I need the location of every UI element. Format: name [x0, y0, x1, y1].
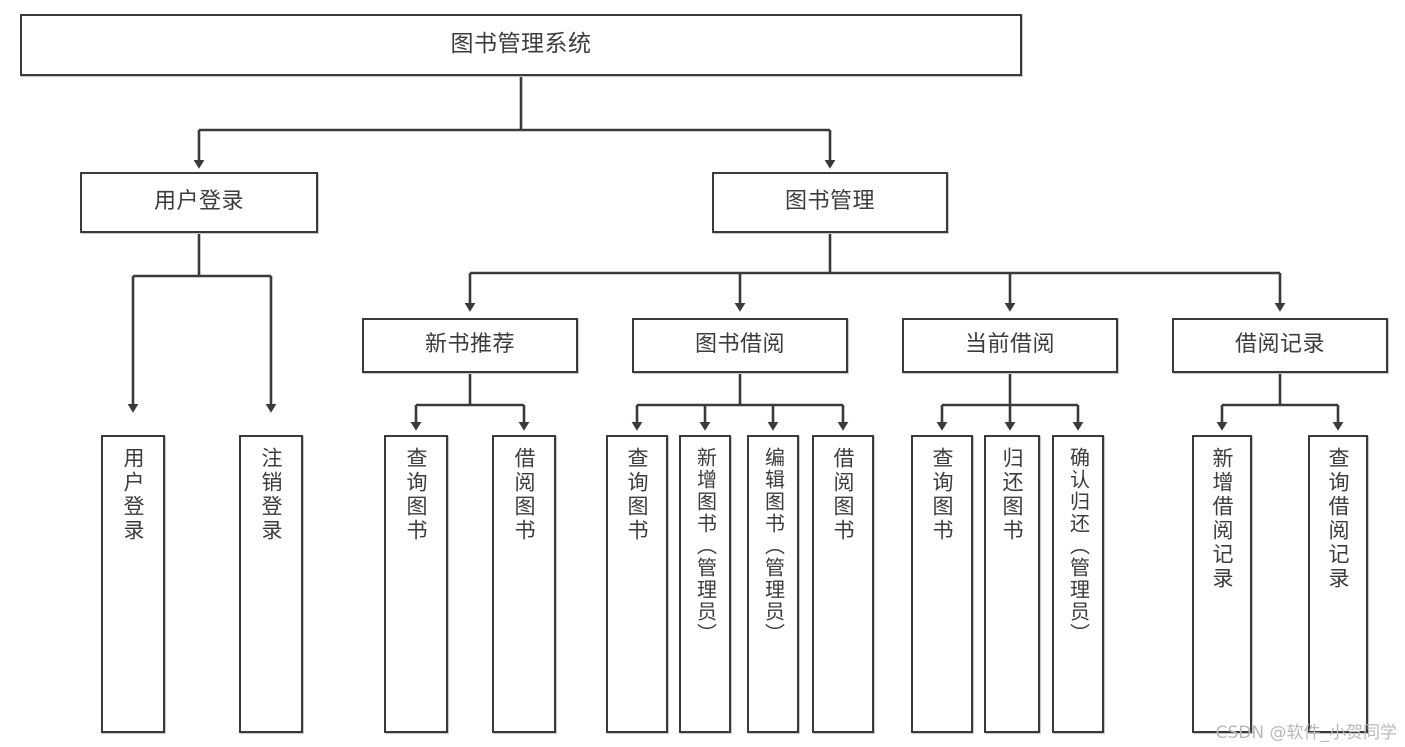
leaf-borrow-query-book-label: 查询图书: [625, 447, 650, 543]
leaf-user-login-logout[interactable]: 注销登录: [239, 435, 303, 733]
node-current-borrow[interactable]: 当前借阅: [902, 318, 1118, 373]
leaf-borrow-query-book[interactable]: 查询图书: [606, 435, 668, 733]
node-root-system[interactable]: 图书管理系统: [20, 14, 1022, 76]
node-borrow-record[interactable]: 借阅记录: [1172, 318, 1388, 373]
leaf-current-query-book-label: 查询图书: [930, 447, 955, 543]
node-book-management-label: 图书管理: [784, 189, 875, 215]
leaf-record-add-record-label: 新增借阅记录: [1210, 447, 1235, 591]
leaf-recommend-query-book[interactable]: 查询图书: [384, 435, 448, 733]
node-book-borrow[interactable]: 图书借阅: [632, 318, 848, 373]
leaf-current-confirm-return-admin[interactable]: 确认归还（管理员）: [1052, 435, 1104, 733]
node-borrow-record-label: 借阅记录: [1234, 332, 1325, 358]
node-user-login-label: 用户登录: [153, 189, 244, 215]
leaf-borrow-add-book-admin[interactable]: 新增图书（管理员）: [679, 435, 731, 733]
leaf-borrow-edit-book-admin[interactable]: 编辑图书（管理员）: [747, 435, 799, 733]
node-current-borrow-label: 当前借阅: [964, 332, 1055, 358]
leaf-borrow-add-book-admin-label: 新增图书（管理员）: [693, 447, 718, 645]
node-new-book-recommend-label: 新书推荐: [424, 332, 515, 358]
leaf-recommend-borrow-book-label: 借阅图书: [512, 447, 537, 543]
node-book-management[interactable]: 图书管理: [712, 172, 948, 233]
leaf-borrow-edit-book-admin-label: 编辑图书（管理员）: [761, 447, 786, 645]
leaf-recommend-borrow-book[interactable]: 借阅图书: [492, 435, 556, 733]
leaf-record-add-record[interactable]: 新增借阅记录: [1192, 435, 1252, 733]
leaf-current-return-book-label: 归还图书: [1000, 447, 1025, 543]
leaf-recommend-query-book-label: 查询图书: [404, 447, 429, 543]
node-new-book-recommend[interactable]: 新书推荐: [362, 318, 578, 373]
leaf-user-login-login-label: 用户登录: [121, 447, 146, 543]
csdn-watermark: CSDN @软件_小贺同学: [1215, 723, 1397, 743]
node-book-borrow-label: 图书借阅: [694, 332, 785, 358]
leaf-borrow-borrow-book[interactable]: 借阅图书: [812, 435, 874, 733]
leaf-user-login-logout-label: 注销登录: [259, 447, 284, 543]
leaf-record-query-record[interactable]: 查询借阅记录: [1308, 435, 1368, 733]
leaf-current-query-book[interactable]: 查询图书: [911, 435, 973, 733]
leaf-record-query-record-label: 查询借阅记录: [1326, 447, 1351, 591]
node-user-login[interactable]: 用户登录: [80, 172, 318, 233]
leaf-user-login-login[interactable]: 用户登录: [101, 435, 165, 733]
node-root-system-label: 图书管理系统: [450, 31, 592, 58]
leaf-current-return-book[interactable]: 归还图书: [984, 435, 1040, 733]
leaf-current-confirm-return-admin-label: 确认归还（管理员）: [1066, 447, 1091, 645]
leaf-borrow-borrow-book-label: 借阅图书: [831, 447, 856, 543]
